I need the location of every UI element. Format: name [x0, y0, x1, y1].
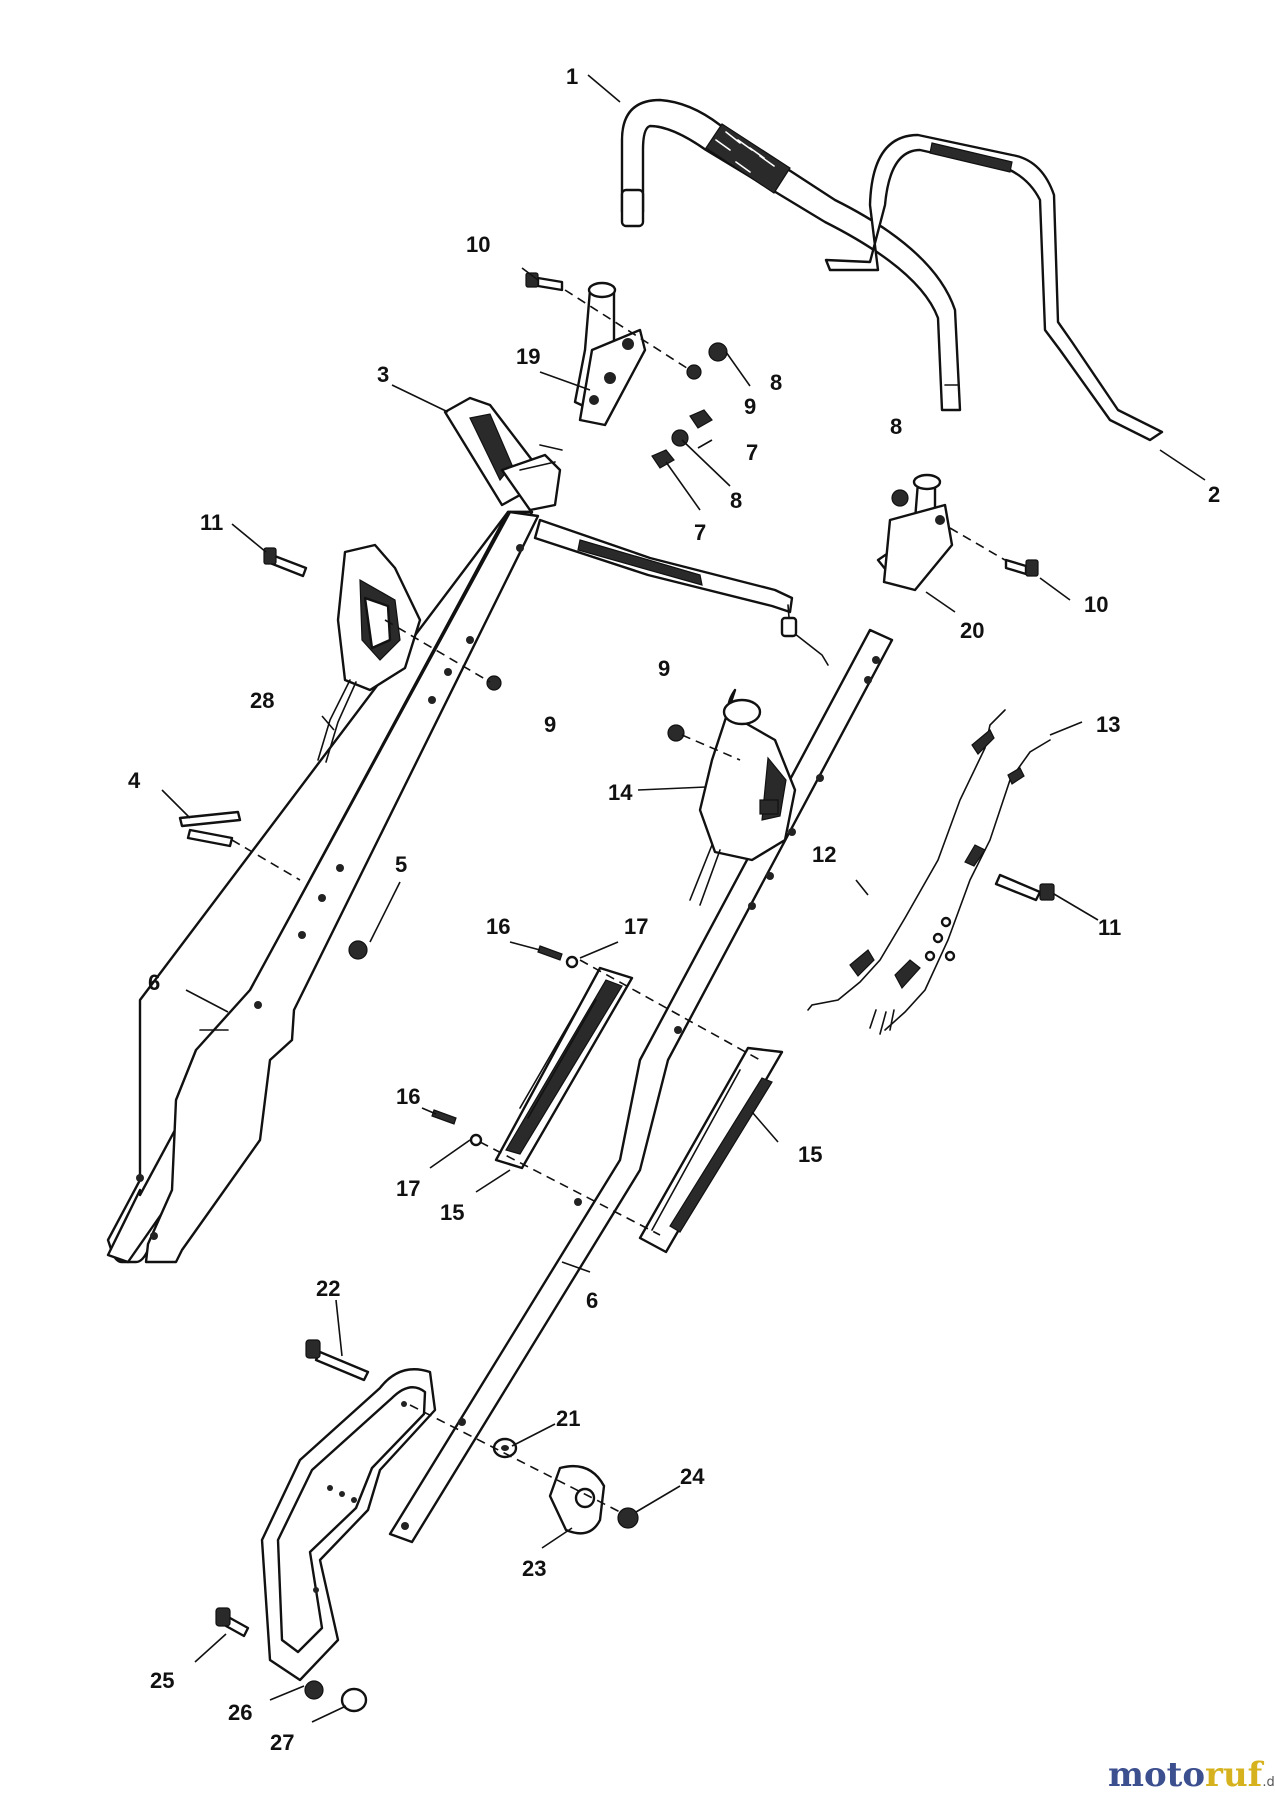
callout-26: 26 — [228, 1700, 252, 1725]
callout-28: 28 — [250, 688, 274, 713]
handle-grip — [705, 123, 791, 194]
callout-9-left: 9 — [544, 712, 556, 737]
callout-14: 14 — [608, 780, 633, 805]
watermark-logo: motoruf.de — [1108, 1755, 1275, 1795]
leader-lines — [161, 74, 1206, 1723]
callout-21: 21 — [556, 1406, 580, 1431]
callout-17-upper: 17 — [624, 914, 648, 939]
watermark-accent: ruf — [1205, 1755, 1265, 1795]
callout-6-right: 6 — [586, 1288, 598, 1313]
callout-8-top: 8 — [770, 370, 782, 395]
callout-24: 24 — [680, 1464, 705, 1489]
left-handle-bracket — [573, 281, 647, 427]
bail-lever — [824, 133, 1164, 442]
tube-left-body — [136, 510, 540, 1264]
callout-2: 2 — [1208, 482, 1220, 507]
upper-handle-bar — [620, 98, 962, 412]
callout-19: 19 — [516, 344, 540, 369]
callout-10-top: 10 — [466, 232, 490, 257]
callout-11-right: 11 — [1098, 915, 1121, 940]
callout-22: 22 — [316, 1276, 340, 1301]
callout-7-lower: 7 — [694, 520, 706, 545]
callout-10-right: 10 — [1084, 592, 1108, 617]
right-handle-bracket — [876, 473, 954, 592]
callout-4: 4 — [128, 768, 141, 793]
callout-7-upper: 7 — [746, 440, 758, 465]
callout-6-left: 6 — [148, 970, 160, 995]
engine-brake-control — [317, 543, 422, 763]
callout-3: 3 — [377, 362, 389, 387]
callout-20: 20 — [960, 618, 984, 643]
callout-9-top: 9 — [744, 394, 756, 419]
alignment-lines — [231, 289, 1006, 1513]
callout-12: 12 — [812, 842, 836, 867]
lower-handle-tube-right — [388, 628, 894, 1544]
bowden-cables — [807, 709, 1051, 1035]
cable-guide-cover — [638, 1046, 784, 1254]
callout-16-upper: 16 — [486, 914, 510, 939]
callout-16-lower: 16 — [396, 1084, 420, 1109]
callout-25: 25 — [150, 1668, 174, 1693]
watermark-main: moto — [1108, 1755, 1205, 1795]
watermark-tld: .de — [1262, 1775, 1275, 1790]
callout-8-mid: 8 — [730, 488, 742, 513]
throttle-lever-and-rod — [443, 396, 829, 666]
callout-17-lower: 17 — [396, 1176, 420, 1201]
svg-text:motoruf.de: motoruf.de — [1108, 1755, 1275, 1795]
callout-1: 1 — [566, 64, 578, 89]
callout-8-right: 8 — [890, 414, 902, 439]
callout-13: 13 — [1096, 712, 1120, 737]
cable-guide-inner — [494, 966, 634, 1170]
callout-23: 23 — [522, 1556, 546, 1581]
callout-11-left: 11 — [200, 510, 223, 535]
drive-control — [689, 688, 797, 906]
callout-labels: 1 2 3 4 5 6 6 7 7 8 8 8 9 9 9 10 10 11 1… — [128, 64, 1220, 1755]
callout-9-right: 9 — [658, 656, 670, 681]
callout-27: 27 — [270, 1730, 294, 1755]
callout-15-right: 15 — [798, 1142, 822, 1167]
height-adjust-bracket — [260, 1368, 437, 1682]
callout-15-left: 15 — [440, 1200, 464, 1225]
callout-5: 5 — [395, 852, 407, 877]
